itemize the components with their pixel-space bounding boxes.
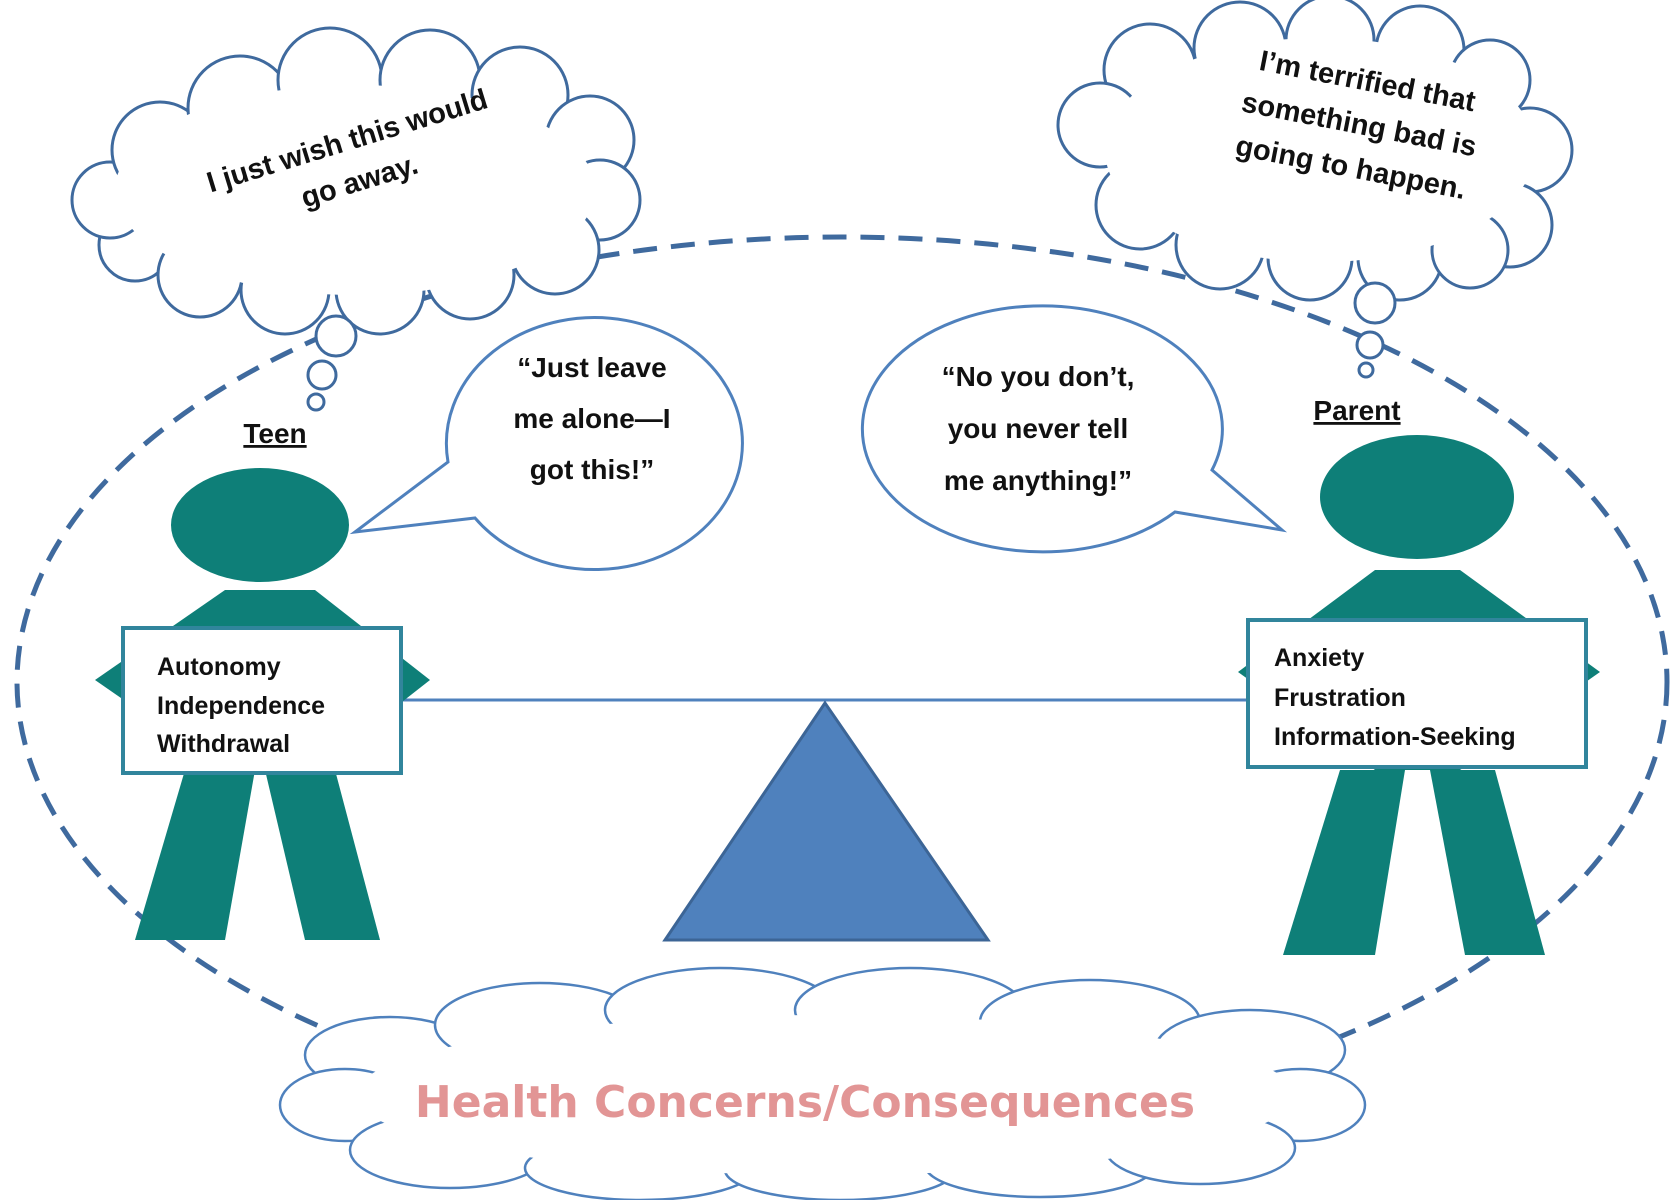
teen-left-leg — [135, 770, 255, 940]
parent-trait: Frustration — [1274, 684, 1406, 712]
parent-head — [1320, 435, 1514, 559]
teen-speech-line: got this!” — [530, 454, 654, 485]
parent-thought-cloud: I’m terrified that something bad is goin… — [1056, 0, 1574, 379]
seesaw-fulcrum — [662, 700, 991, 942]
health-concerns-cloud: Health Concerns/Consequences — [278, 966, 1367, 1200]
parent-left-leg — [1283, 770, 1405, 955]
teen-right-leg — [265, 770, 380, 940]
teen-trait: Independence — [157, 692, 325, 720]
teen-trait: Withdrawal — [157, 730, 290, 758]
parent-right-leg — [1430, 770, 1545, 955]
teen-speech-line: “Just leave — [517, 352, 666, 383]
teen-label: Teen — [243, 418, 306, 449]
teen-traits-box: Autonomy Independence Withdrawal — [121, 626, 403, 775]
parent-trait: Information-Seeking — [1274, 723, 1516, 751]
health-concerns-label: Health Concerns/Consequences — [415, 1077, 1195, 1128]
parent-speech-line: “No you don’t, — [942, 361, 1135, 392]
teen-speech-line: me alone—I — [513, 403, 670, 434]
parent-speech-line: you never tell — [948, 413, 1129, 444]
teen-speech-bubble: “Just leave me alone—I got this!” — [349, 316, 744, 572]
parent-label: Parent — [1313, 395, 1400, 426]
parent-traits-box: Anxiety Frustration Information-Seeking — [1246, 618, 1588, 769]
teen-thought-cloud: I just wish this would go away. — [70, 26, 642, 412]
parent-speech-bubble: “No you don’t, you never tell me anythin… — [860, 304, 1288, 554]
parent-trait: Anxiety — [1274, 644, 1364, 672]
parent-speech-line: me anything!” — [944, 465, 1132, 496]
teen-head — [171, 468, 349, 582]
teen-trait: Autonomy — [157, 653, 281, 681]
context-boundary — [14, 234, 1670, 1130]
